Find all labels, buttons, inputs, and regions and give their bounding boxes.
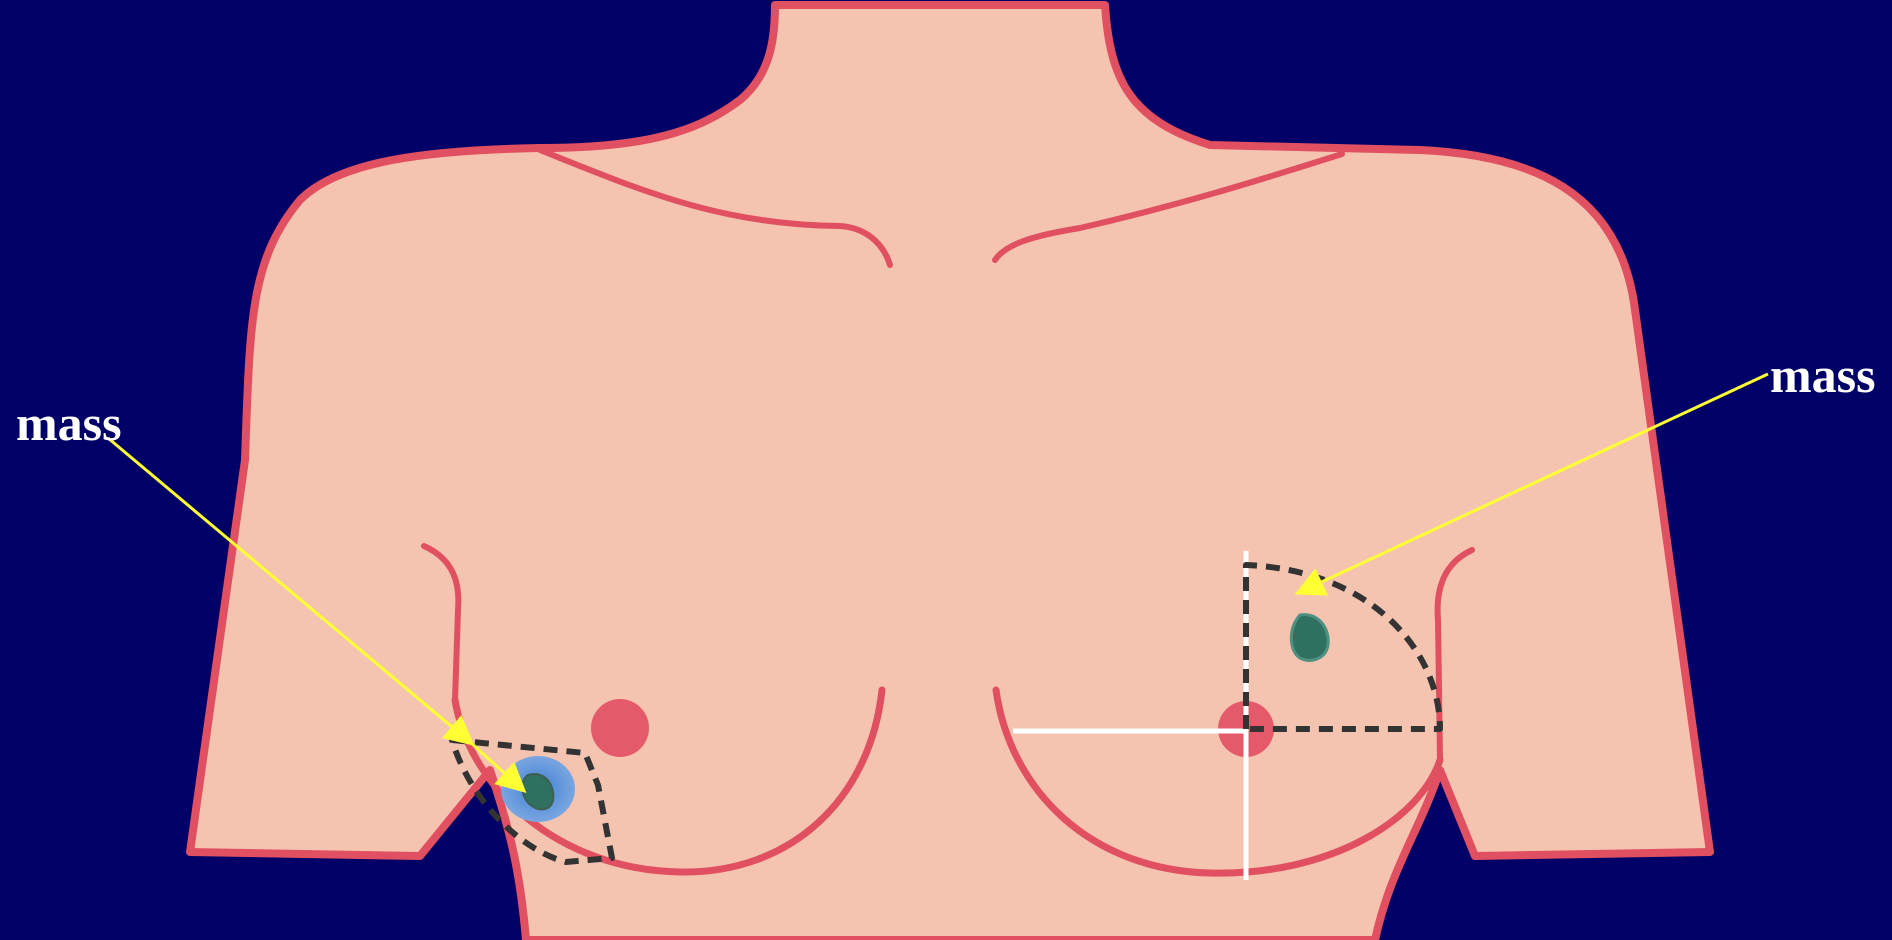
torso-body xyxy=(190,5,1710,940)
left-mass-label: mass xyxy=(16,398,122,448)
right-mass-label: mass xyxy=(1770,350,1876,400)
left-nipple xyxy=(591,699,649,757)
